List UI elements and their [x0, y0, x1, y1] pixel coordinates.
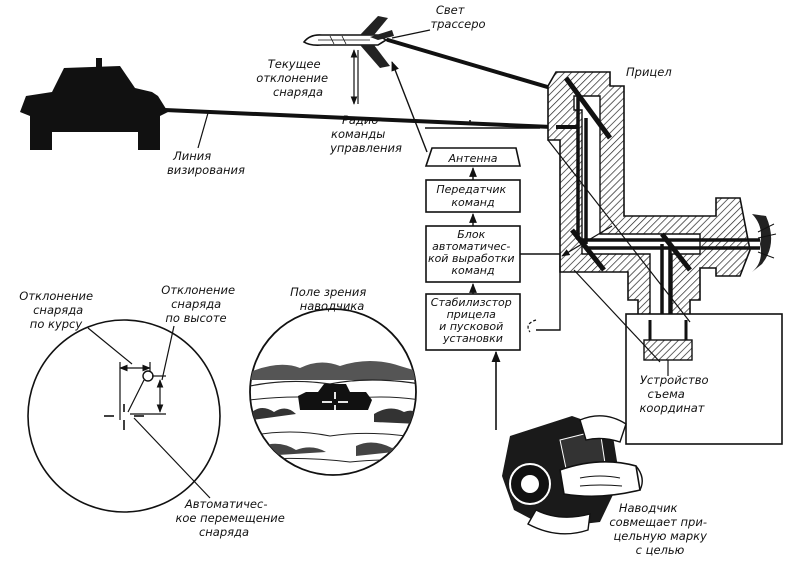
command-chain	[391, 61, 613, 351]
label-line-of-sight: Линия визирования	[167, 149, 245, 177]
label-sight: Прицел	[626, 65, 672, 79]
field-of-view-circle	[249, 308, 417, 476]
target-tank	[20, 58, 168, 150]
label-auto-movement: Автоматичес- кое перемещение снаряда	[175, 497, 288, 539]
sight-unit	[547, 71, 760, 342]
antenna-box	[424, 147, 521, 167]
auto-block-label: Блок автоматичес- кой выработки команд	[428, 228, 518, 277]
eye-icon	[752, 214, 777, 272]
auto-block-box	[425, 225, 521, 283]
stabilizer-label: Стабилизстор прицела и пусковой установк…	[431, 296, 515, 345]
stabilizer-box	[425, 293, 521, 351]
label-coordinate-device: Устройство съема координат	[639, 373, 712, 415]
missile	[302, 16, 394, 68]
line-of-sight	[163, 108, 554, 129]
antenna-label: Антенна	[447, 152, 497, 165]
label-course-deviation: Отклонение снаряда по курсу	[19, 289, 96, 331]
label-current-deviation: Текущее отклонение снаряда	[256, 57, 331, 99]
label-radio-commands: Радио команды управления	[329, 113, 402, 155]
deviation-circle	[27, 319, 221, 513]
label-tracer: Свет трассеро	[430, 3, 485, 31]
tracer-line	[386, 38, 580, 98]
label-field-of-view: Поле зрения наводчика	[290, 285, 370, 313]
operator-control-unit	[502, 415, 643, 535]
label-operator: Наводчик совмещает при- цельную марку с …	[609, 501, 710, 557]
coordinate-device-box	[625, 313, 783, 445]
transmitter-label: Передатчик команд	[436, 183, 509, 209]
label-height-deviation: Отклонение снаряда по высоте	[161, 283, 238, 325]
